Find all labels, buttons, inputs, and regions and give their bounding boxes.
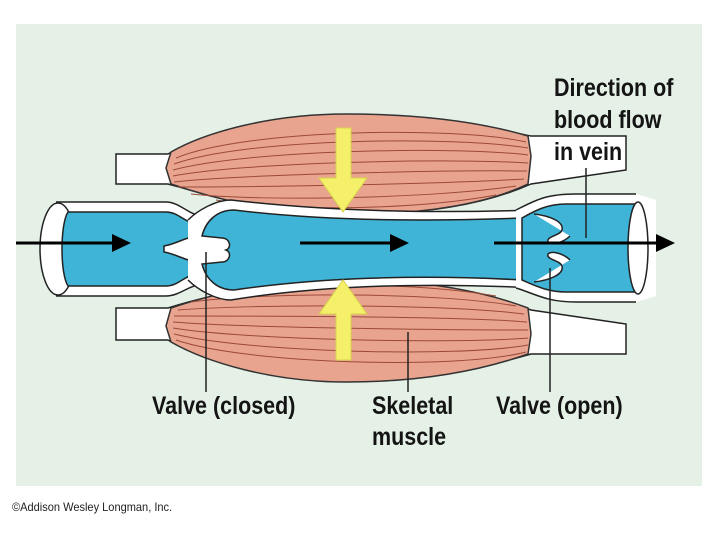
vein-middle-segment [187,199,537,301]
valve-open-label: Valve (open) [496,392,623,420]
arrow-right-icon [390,234,409,252]
valve-closed-label: Valve (closed) [152,392,296,420]
copyright-notice: ©Addison Wesley Longman, Inc. [12,500,173,514]
direction-label-line1: Direction of [554,74,674,102]
vein-left-segment [39,201,202,297]
arrow-right-icon [656,234,675,252]
figure-panel: Direction of blood flow in vein Valve (c… [16,24,702,486]
direction-label-line2: blood flow [554,106,662,134]
arrow-up-icon [318,279,368,361]
open-valve-lower-flap [533,251,571,283]
vein-valve-diagram [16,113,675,392]
compression-arrows [318,127,368,361]
skeletal-label-line2: muscle [372,423,447,451]
arrow-right-icon [112,234,131,252]
direction-label-line3: in vein [554,138,623,166]
arrow-down-icon [318,127,368,213]
skeletal-label-line1: Skeletal [372,392,454,420]
vein-right-segment [515,193,656,303]
leader-lines [205,168,587,392]
flow-arrows [16,234,675,252]
